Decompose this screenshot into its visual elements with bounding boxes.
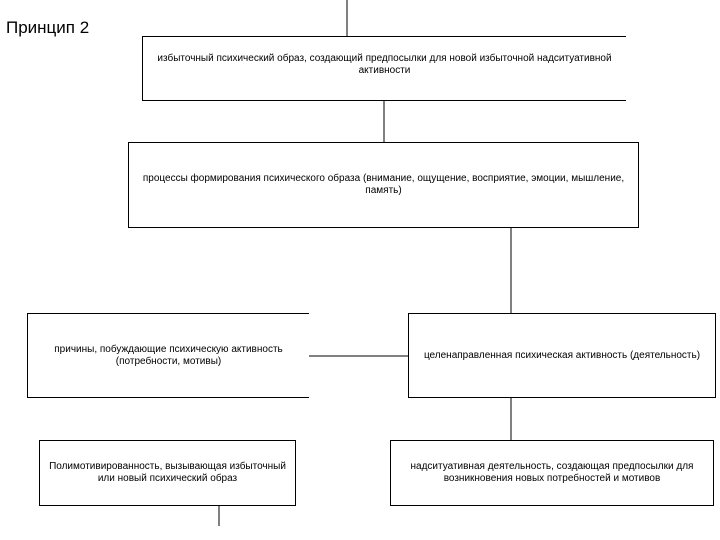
diagram-node-5-label: Полимотивированность, вызывающая избыточ… xyxy=(49,461,286,484)
diagram-node-1-label: избыточный психический образ, создающий … xyxy=(157,52,612,76)
diagram-node-5: Полимотивированность, вызывающая избыточ… xyxy=(39,440,296,506)
slide-title: Принцип 2 xyxy=(6,18,90,37)
diagram-node-3-label: причины, побуждающие психическую активно… xyxy=(54,343,283,367)
diagram-node-6-label: надситуативная деятельность, создающая п… xyxy=(410,461,694,484)
diagram-node-6: надситуативная деятельность, создающая п… xyxy=(390,440,714,506)
diagram-node-2-label: процессы формирования психического образ… xyxy=(142,173,625,196)
diagram-node-4: целенаправленная психическая активность … xyxy=(408,313,716,398)
diagram-node-2: процессы формирования психического образ… xyxy=(128,142,639,228)
diagram-node-3: причины, побуждающие психическую активно… xyxy=(27,313,309,398)
diagram-node-4-label: целенаправленная психическая активность … xyxy=(423,349,701,361)
diagram-node-1: избыточный психический образ, создающий … xyxy=(142,36,626,101)
